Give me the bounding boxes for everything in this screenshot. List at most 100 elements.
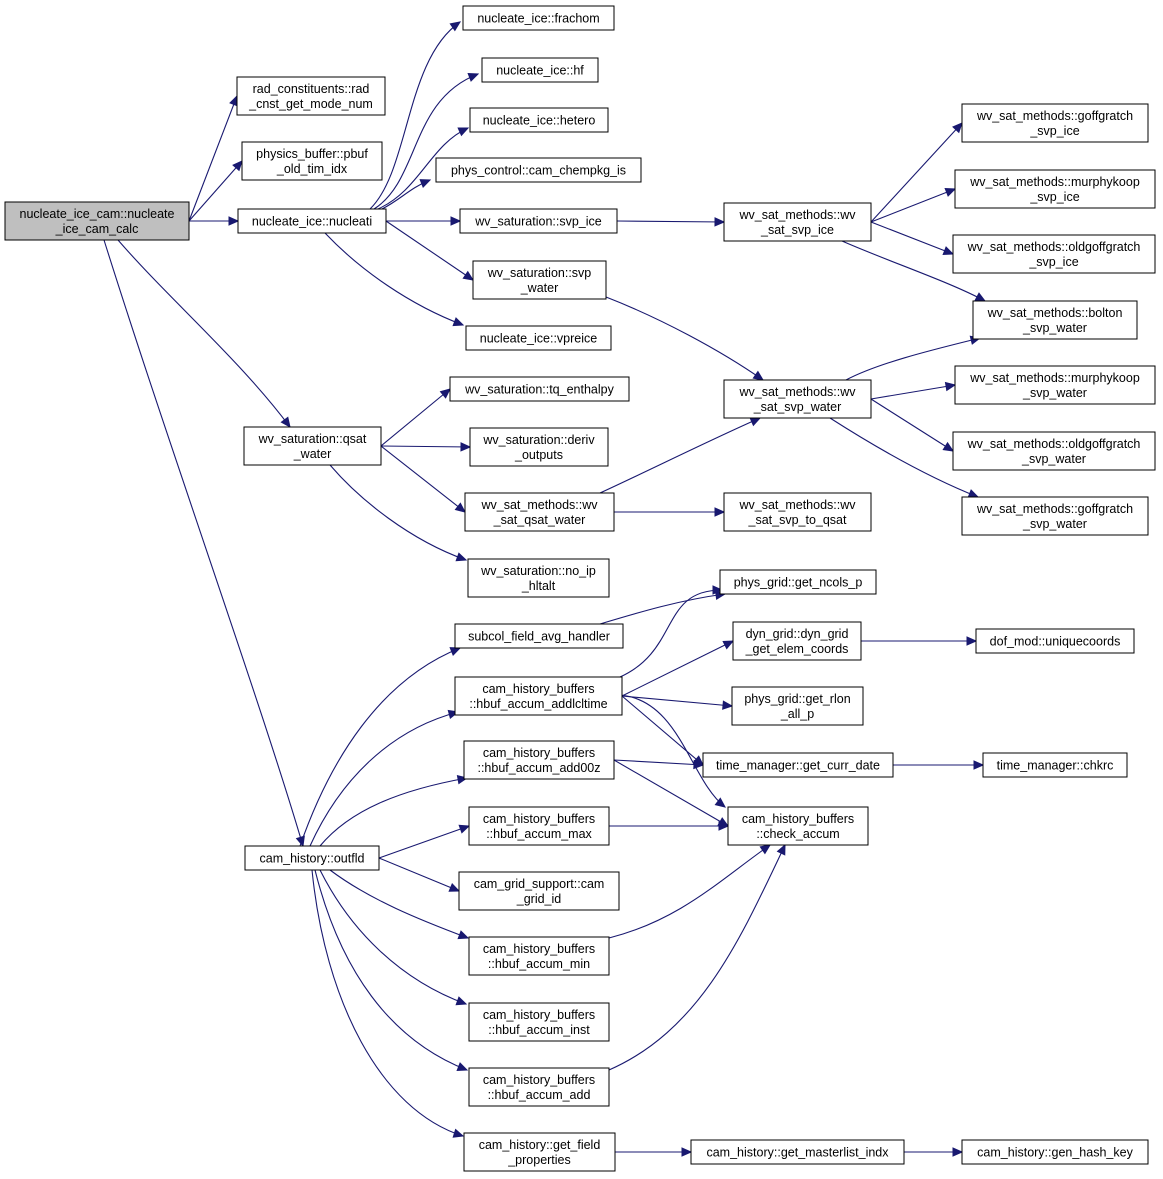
node-check_accum[interactable]: cam_history_buffers::check_accum xyxy=(727,806,869,846)
node-masterlist[interactable]: cam_history::get_masterlist_indx xyxy=(690,1139,905,1165)
node-box xyxy=(472,260,607,300)
node-accum_add[interactable]: cam_history_buffers::hbuf_accum_add xyxy=(468,1067,610,1107)
node-label: _grid_id xyxy=(516,892,562,906)
node-chkrc[interactable]: time_manager::chkrc xyxy=(982,752,1128,778)
node-hetero[interactable]: nucleate_ice::hetero xyxy=(469,107,609,133)
node-grid_id[interactable]: cam_grid_support::cam_grid_id xyxy=(458,871,620,911)
edge-line xyxy=(599,417,761,494)
node-oldgoff_ice[interactable]: wv_sat_methods::oldgoffgratch_svp_ice xyxy=(952,234,1156,274)
edge-arrowhead xyxy=(693,759,705,770)
edge-arrowhead xyxy=(229,94,239,107)
edge-line xyxy=(621,695,704,766)
node-pbuf_old[interactable]: physics_buffer::pbuf_old_tim_idx xyxy=(241,141,383,181)
call-edges xyxy=(103,21,987,1157)
edge-line xyxy=(829,417,979,498)
edge-arrowhead xyxy=(456,1062,469,1071)
node-box xyxy=(952,431,1156,471)
edge-arrowhead xyxy=(942,246,955,255)
node-label: _svp_water xyxy=(1022,321,1087,335)
node-curr_date[interactable]: time_manager::get_curr_date xyxy=(702,752,894,778)
node-label: cam_history_buffers xyxy=(483,1073,595,1087)
node-box xyxy=(459,208,618,234)
edge-arrowhead xyxy=(966,636,978,646)
node-svp_water[interactable]: wv_saturation::svp_water xyxy=(472,260,607,300)
node-label: wv_sat_methods::wv xyxy=(738,208,856,222)
node-qsat_water[interactable]: wv_saturation::qsat_water xyxy=(243,426,382,466)
node-rad_cnst[interactable]: rad_constituents::rad_cnst_get_mode_num xyxy=(236,76,386,116)
node-add00z[interactable]: cam_history_buffers::hbuf_accum_add00z xyxy=(463,740,615,780)
node-root[interactable]: nucleate_ice_cam::nucleate_ice_cam_calc xyxy=(4,201,190,241)
edge-outfld-to-accum_max xyxy=(378,824,471,859)
node-label: wv_sat_methods::wv xyxy=(738,385,856,399)
node-subcol[interactable]: subcol_field_avg_handler xyxy=(454,623,624,649)
node-oldgoff_water[interactable]: wv_sat_methods::oldgoffgratch_svp_water xyxy=(952,431,1156,471)
edge-elem_coords-to-uniquecoords xyxy=(861,636,978,646)
edge-line xyxy=(619,694,726,808)
node-label: _svp_water xyxy=(1021,452,1086,466)
node-deriv_outputs[interactable]: wv_saturation::deriv_outputs xyxy=(469,427,609,467)
edge-arrowhead xyxy=(462,270,475,281)
node-box xyxy=(467,558,610,598)
node-label: cam_history::outfld xyxy=(260,852,365,866)
node-accum_max[interactable]: cam_history_buffers::hbuf_accum_max xyxy=(468,806,610,846)
node-label: wv_sat_methods::bolton xyxy=(987,306,1123,320)
node-label: nucleate_ice_cam::nucleate xyxy=(20,207,175,221)
node-murphy_water[interactable]: wv_sat_methods::murphykoop_svp_water xyxy=(954,365,1156,405)
node-vpreice[interactable]: nucleate_ice::vpreice xyxy=(465,325,612,351)
node-chempkg[interactable]: phys_control::cam_chempkg_is xyxy=(435,157,642,183)
node-sat_svp_ice[interactable]: wv_sat_methods::wv_sat_svp_ice xyxy=(723,202,872,242)
node-box xyxy=(236,76,386,116)
node-nucleati[interactable]: nucleate_ice::nucleati xyxy=(237,208,387,234)
node-label: phys_grid::get_rlon xyxy=(744,692,850,706)
edge-line xyxy=(845,337,981,381)
node-label: nucleate_ice::hf xyxy=(496,64,584,78)
node-label: ::hbuf_accum_add xyxy=(488,1088,591,1102)
node-label: _ice_cam_calc xyxy=(55,222,139,236)
node-box xyxy=(975,628,1135,654)
node-no_ip[interactable]: wv_saturation::no_ip_hltalt xyxy=(467,558,610,598)
edge-line xyxy=(380,445,466,513)
node-goff_water[interactable]: wv_sat_methods::goffgratch_svp_water xyxy=(961,496,1149,536)
edge-arrowhead xyxy=(419,179,432,188)
node-hash_key[interactable]: cam_history::gen_hash_key xyxy=(961,1139,1149,1165)
function-nodes: nucleate_ice_cam::nucleate_ice_cam_calc r… xyxy=(4,5,1156,1172)
node-label: _sat_svp_water xyxy=(753,400,842,414)
node-label: ::hbuf_accum_min xyxy=(488,957,590,971)
node-label: _sat_qsat_water xyxy=(493,513,586,527)
edge-arrowhead xyxy=(449,647,462,656)
edge-arrowhead xyxy=(759,844,772,855)
node-tq_enthalpy[interactable]: wv_saturation::tq_enthalpy xyxy=(449,376,630,402)
node-goff_ice[interactable]: wv_sat_methods::goffgratch_svp_ice xyxy=(961,103,1149,143)
edge-line xyxy=(378,825,470,859)
node-svp_ice[interactable]: wv_saturation::svp_ice xyxy=(459,208,618,234)
node-box xyxy=(465,325,612,351)
node-bolton[interactable]: wv_sat_methods::bolton_svp_water xyxy=(972,300,1138,340)
node-rlon[interactable]: phys_grid::get_rlon_all_p xyxy=(731,686,864,726)
node-label: nucleate_ice::frachom xyxy=(477,12,599,26)
node-sat_svp_to_qsat[interactable]: wv_sat_methods::wv_sat_svp_to_qsat xyxy=(723,492,872,532)
node-box xyxy=(468,936,610,976)
node-sat_qsat_water[interactable]: wv_sat_methods::wv_sat_qsat_water xyxy=(464,492,615,532)
node-outfld[interactable]: cam_history::outfld xyxy=(244,845,380,871)
node-accum_inst[interactable]: cam_history_buffers::hbuf_accum_inst xyxy=(468,1002,610,1042)
node-addlcltime[interactable]: cam_history_buffers::hbuf_accum_addlclti… xyxy=(454,676,623,716)
edge-nucleati-to-chempkg xyxy=(381,179,432,210)
node-box xyxy=(454,623,624,649)
edge-line xyxy=(870,122,963,223)
node-box xyxy=(481,57,599,83)
edge-arrowhead xyxy=(944,188,957,197)
node-label: ::check_accum xyxy=(756,827,839,841)
node-label: wv_saturation::deriv xyxy=(482,433,595,447)
node-ncols[interactable]: phys_grid::get_ncols_p xyxy=(719,569,877,595)
node-label: wv_sat_methods::oldgoffgratch xyxy=(967,240,1141,254)
edge-line xyxy=(369,21,461,210)
node-accum_min[interactable]: cam_history_buffers::hbuf_accum_min xyxy=(468,936,610,976)
node-uniquecoords[interactable]: dof_mod::uniquecoords xyxy=(975,628,1135,654)
node-hf[interactable]: nucleate_ice::hf xyxy=(481,57,599,83)
node-sat_svp_water[interactable]: wv_sat_methods::wv_sat_svp_water xyxy=(723,379,872,419)
node-field_props[interactable]: cam_history::get_field_properties xyxy=(463,1132,616,1172)
node-elem_coords[interactable]: dyn_grid::dyn_grid_get_elem_coords xyxy=(732,621,862,661)
node-box xyxy=(961,1139,1149,1165)
node-murphy_ice[interactable]: wv_sat_methods::murphykoop_svp_ice xyxy=(954,169,1156,209)
node-frachom[interactable]: nucleate_ice::frachom xyxy=(462,5,615,31)
